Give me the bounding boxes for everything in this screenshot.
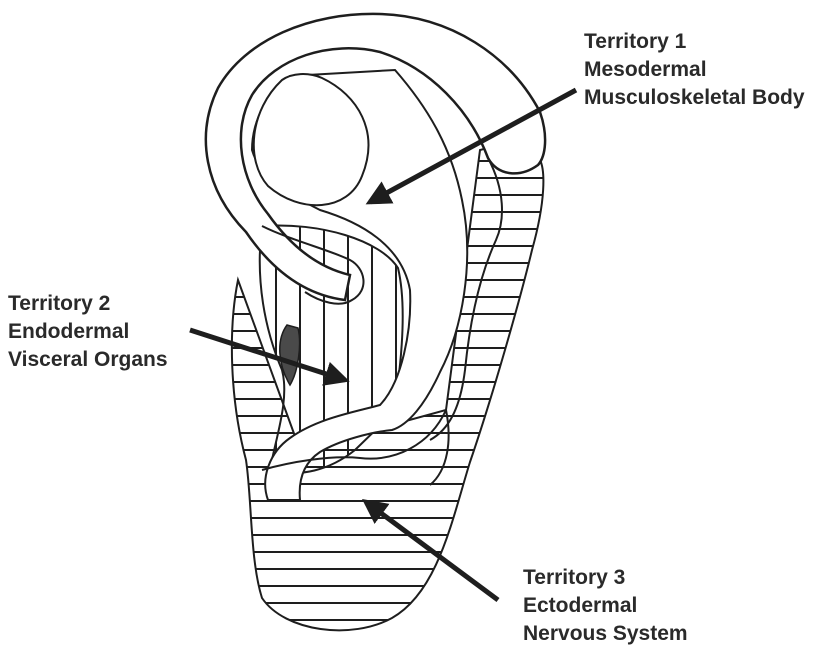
territory-3-system: Nervous System [523,620,688,648]
territory-2-system: Visceral Organs [8,346,168,374]
territory-1-origin: Mesodermal [584,56,805,84]
territory-3-label: Territory 3 Ectodermal Nervous System [523,564,688,648]
territory-3-origin: Ectodermal [523,592,688,620]
territory-1-label: Territory 1 Mesodermal Musculoskeletal B… [584,28,805,112]
territory-1-system: Musculoskeletal Body [584,84,805,112]
territory-2-origin: Endodermal [8,318,168,346]
territory-3-title: Territory 3 [523,564,688,592]
territory-2-title: Territory 2 [8,290,168,318]
territory-2-label: Territory 2 Endodermal Visceral Organs [8,290,168,374]
territory-1-title: Territory 1 [584,28,805,56]
